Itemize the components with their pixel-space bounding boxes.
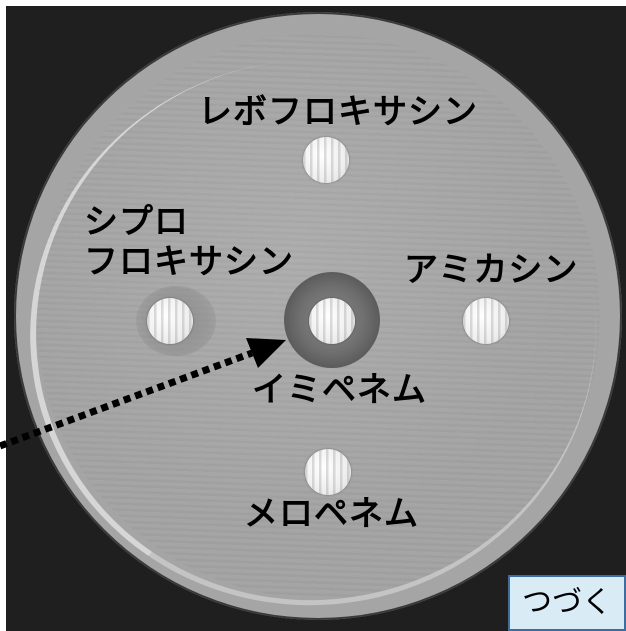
imipenem-label: イミペネム <box>252 370 427 410</box>
imipenem-disc <box>309 298 355 344</box>
levofloxacin-label: レボフロキサシン <box>198 92 478 132</box>
meropenem-disc <box>305 449 351 495</box>
amikacin-disc <box>463 298 509 344</box>
ciprofloxacin-label: シプロ フロキサシン <box>84 202 314 282</box>
ciprofloxacin-label-line2: フロキサシン <box>84 242 294 282</box>
meropenem-label: メロペネム <box>244 494 419 534</box>
ciprofloxacin-label-line1: シプロ <box>84 202 189 242</box>
next-button[interactable]: つづく <box>508 575 626 631</box>
ciprofloxacin-disc <box>147 298 193 344</box>
levofloxacin-disc <box>303 137 349 183</box>
amikacin-label: アミカシン <box>404 250 579 290</box>
